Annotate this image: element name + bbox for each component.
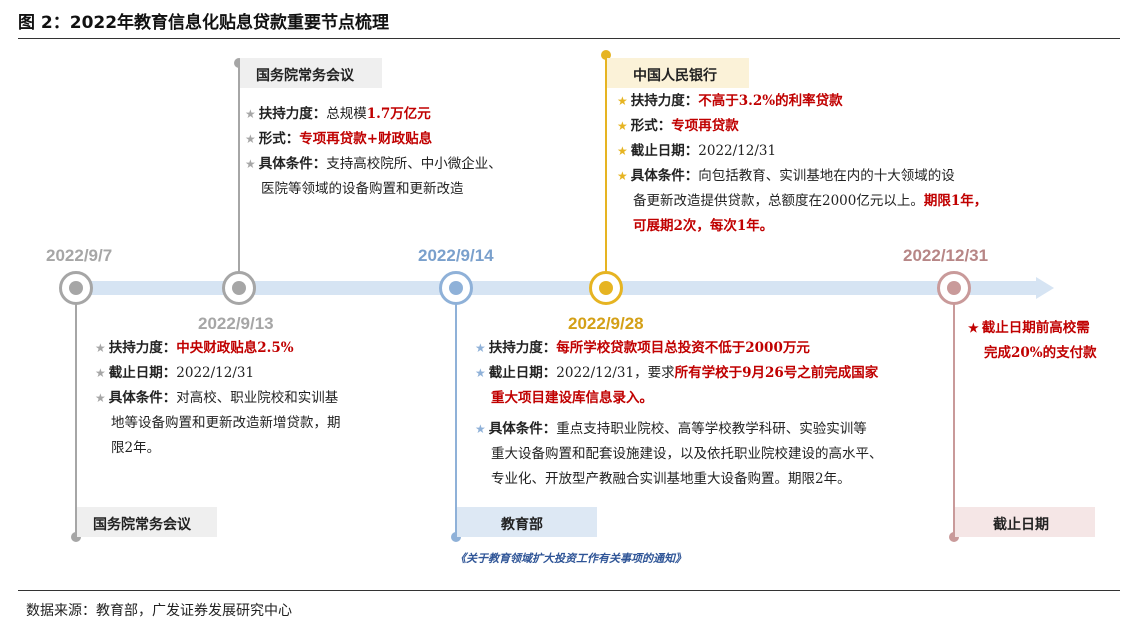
notice-caption: 《关于教育领域扩大投资工作有关事项的通知》 [455,552,686,565]
timeline-node-e4 [589,271,623,305]
label-box-e6: 截止日期 [955,507,1095,537]
info-continuation: 医院等领域的设备购置和更新改造 [261,181,464,197]
timeline-node-e2 [222,271,256,305]
date-2022-9-28: 2022/9/28 [568,314,644,333]
info-row: ★截止日期：2022/12/31 [95,365,255,381]
info-row: ★截止日期前高校需 [968,320,1090,336]
star-icon: ★ [617,119,628,133]
star-icon: ★ [95,341,106,355]
star-icon: ★ [245,107,256,121]
info-row: ★形式：专项再贷款 [617,118,739,134]
info-continuation: 备更新改造提供贷款，总额度在2000亿元以上。期限1年， [633,193,988,209]
star-icon: ★ [95,391,106,405]
info-row: ★截止日期：2022/12/31，要求所有学校于9月26号之前完成国家 [475,365,879,381]
info-row: ★截止日期：2022/12/31 [617,143,777,159]
info-continuation: 重大设备购置和配套设施建设，以及依托职业院校建设的高水平、 [491,446,883,462]
timeline-arrow [1036,277,1054,299]
info-row: ★具体条件：对高校、职业院校和实训基 [95,390,339,406]
date-2022-12-31: 2022/12/31 [903,246,989,265]
info-continuation: 重大项目建设库信息录入。 [491,390,653,406]
date-2022-9-7: 2022/9/7 [46,246,113,265]
connector-end-e6 [949,532,959,542]
star-icon: ★ [475,422,486,436]
info-row: ★扶持力度：中央财政贴息2.5% [95,340,294,356]
info-row: ★扶持力度：每所学校贷款项目总投资不低于2000万元 [475,340,810,356]
date-2022-9-13: 2022/9/13 [198,314,274,333]
info-row: ★具体条件：重点支持职业院校、高等学校教学科研、实验实训等 [475,421,867,437]
info-continuation: 地等设备购置和更新改造新增贷款，期 [111,415,341,431]
info-row: ★具体条件：支持高校院所、中小微企业、 [245,156,502,172]
info-row: ★扶持力度：不高于3.2%的利率贷款 [617,93,843,109]
connector-end-e5 [601,50,611,60]
timeline-node-e6 [937,271,971,305]
star-icon: ★ [475,341,486,355]
label-box-e5: 中国人民银行 [607,58,749,88]
data-source: 数据来源：教育部，广发证券发展研究中心 [26,603,292,619]
figure-title: 图 2：2022年教育信息化贴息贷款重要节点梳理 [18,13,390,33]
info-continuation: 可展期2次，每次1年。 [633,218,774,234]
info-block-e5: ★扶持力度：不高于3.2%的利率贷款 ★形式：专项再贷款 ★截止日期：2022/… [617,89,987,239]
info-continuation: 完成20%的支付款 [984,345,1097,361]
connector-line-e5 [605,56,607,288]
info-row: ★具体条件：向包括教育、实训基地在内的十大领域的设 [617,168,955,184]
timeline-track [62,281,1038,295]
star-icon: ★ [245,157,256,171]
star-icon: ★ [475,366,486,380]
connector-end-e2 [234,58,244,68]
connector-line-e6 [953,288,955,536]
title-divider [18,38,1120,39]
info-continuation: 限2年。 [111,440,161,456]
connector-end-e1 [71,532,81,542]
date-2022-9-14: 2022/9/14 [418,246,494,265]
info-row: ★扶持力度：总规模1.7万亿元 [245,106,431,122]
connector-end-e3 [451,532,461,542]
timeline-node-e1 [59,271,93,305]
star-icon: ★ [968,321,979,335]
connector-line-e2 [238,64,240,288]
info-block-e1: ★扶持力度：中央财政贴息2.5% ★截止日期：2022/12/31 ★具体条件：… [95,336,341,461]
star-icon: ★ [245,132,256,146]
info-block-e4: ★扶持力度：每所学校贷款项目总投资不低于2000万元 ★截止日期：2022/12… [475,336,883,492]
info-row: ★形式：专项再贷款+财政贴息 [245,131,433,147]
star-icon: ★ [95,366,106,380]
footer-divider [18,590,1120,591]
info-continuation: 专业化、开放型产教融合实训基地重大设备购置。期限2年。 [491,471,851,487]
connector-line-e1 [75,288,77,536]
timeline-node-e3 [439,271,473,305]
connector-line-e3 [455,288,457,536]
star-icon: ★ [617,94,628,108]
label-box-e2: 国务院常务会议 [240,58,382,88]
label-box-e3: 教育部 [457,507,597,537]
info-block-e6: ★截止日期前高校需 完成20%的支付款 [968,316,1097,366]
info-block-e2: ★扶持力度：总规模1.7万亿元 ★形式：专项再贷款+财政贴息 ★具体条件：支持高… [245,102,502,202]
star-icon: ★ [617,169,628,183]
star-icon: ★ [617,144,628,158]
label-box-e1: 国务院常务会议 [77,507,217,537]
